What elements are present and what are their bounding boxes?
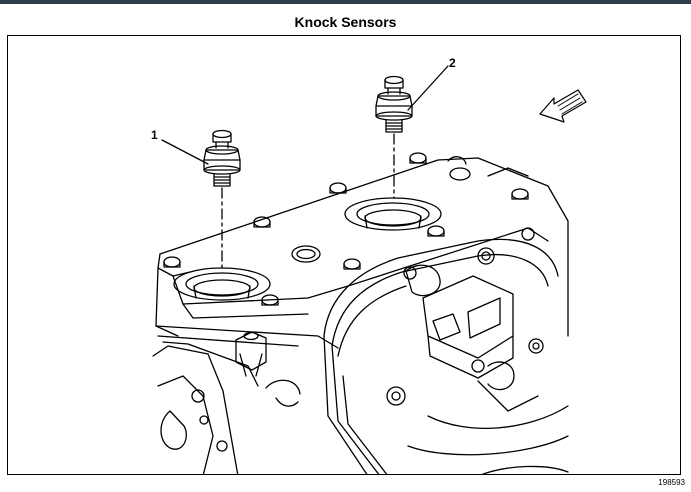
cylinder-head-drawing bbox=[152, 152, 569, 474]
direction-arrow-icon bbox=[539, 89, 587, 123]
knock-sensor-2 bbox=[375, 75, 413, 199]
leader-line-2 bbox=[407, 65, 449, 111]
callout-2: 2 bbox=[449, 56, 456, 70]
figure-frame: 1 2 bbox=[7, 35, 681, 475]
diagram-title: Knock Sensors bbox=[294, 14, 397, 30]
head-bolts bbox=[163, 152, 529, 306]
top-rule bbox=[0, 0, 691, 4]
engine-drawing bbox=[152, 65, 587, 474]
figure-id: 198593 bbox=[658, 478, 685, 487]
callout-1: 1 bbox=[151, 128, 158, 142]
knock-sensor-1 bbox=[203, 129, 241, 269]
leader-line-1 bbox=[161, 139, 209, 165]
